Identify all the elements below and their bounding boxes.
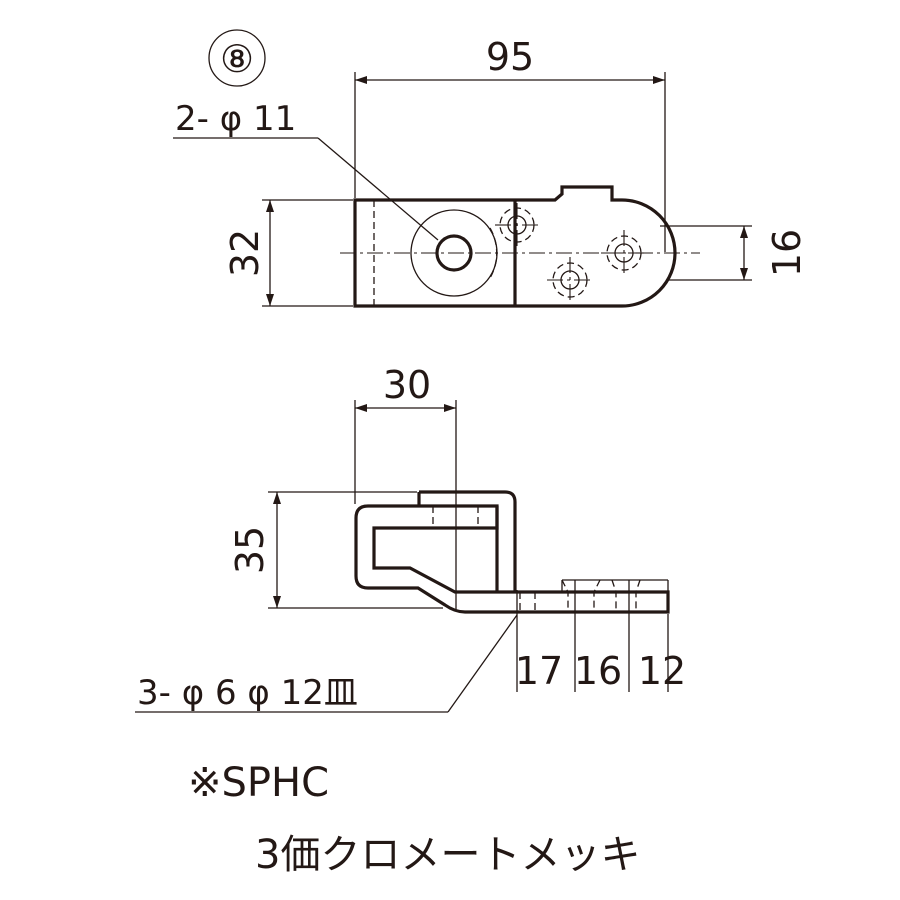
hole-callout-top: 2- φ 11 — [175, 99, 296, 139]
item-number-circle — [208, 29, 266, 87]
dim-height-side: 35 — [228, 526, 272, 574]
dim-inset: 30 — [383, 363, 431, 407]
countersunk-hole-3 — [547, 257, 594, 304]
notes: ※SPHC 3価クロメートメッキ — [188, 760, 640, 878]
top-view: ⑧ — [173, 29, 809, 308]
dim-spacing-3: 12 — [638, 649, 686, 693]
top-view-outline — [353, 185, 677, 308]
dim-length: 95 — [486, 35, 534, 79]
side-view-outline — [354, 504, 670, 614]
material-note: ※SPHC — [188, 760, 329, 806]
item-number: ⑧ — [220, 37, 254, 81]
side-view-upright — [419, 490, 517, 592]
finish-note: 3価クロメートメッキ — [255, 832, 640, 878]
dim-spacing-2: 16 — [574, 649, 622, 693]
side-view: 30 35 17 16 12 3- φ 6 φ 12皿 — [135, 363, 686, 713]
hole-callout-side: 3- φ 6 φ 12皿 — [137, 673, 358, 713]
dim-pitch: 16 — [765, 229, 809, 277]
dim-height: 32 — [223, 229, 267, 277]
countersunk-hole-1 — [495, 203, 540, 248]
countersink-hidden-lines — [432, 506, 669, 613]
dim-spacing-1: 17 — [515, 649, 563, 693]
